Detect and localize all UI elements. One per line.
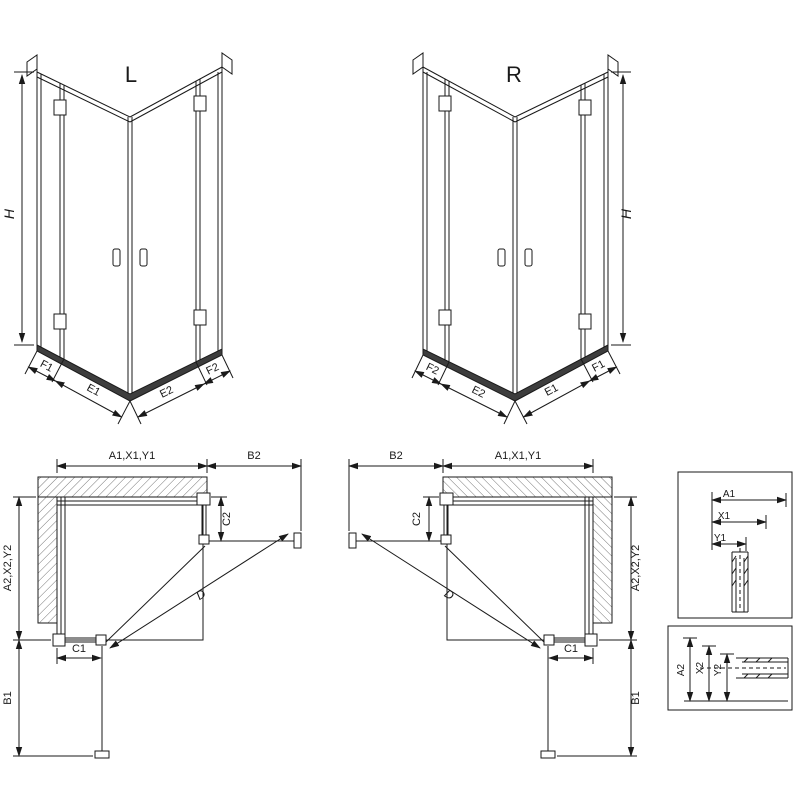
variant-label-left: L [125,62,137,87]
detail-panel-bottom-labels: A2 X2 Y2 [676,661,724,676]
plan-view-left: A1,X1,Y1 B2 C2 A2,X2,Y2 B1 C1 D [2,450,301,758]
dim-e1-right: E1 [543,382,561,399]
detail-panel-top [677,471,793,619]
dim-f1-right: F1 [590,358,607,375]
dim-height-left: H [1,208,17,219]
dim-a1x1y1-left: A1,X1,Y1 [109,450,155,462]
dim-a2x2y2-right: A2,X2,Y2 [630,545,642,591]
dim-e2-right: E2 [470,384,487,401]
dim-b2-left: B2 [247,450,260,462]
dim-b1-right: B1 [630,691,642,704]
dim-c1-right: C1 [564,643,578,655]
dim-e2-left: E2 [158,384,175,401]
dim-d-left: D [193,586,208,603]
dim-f2-right: F2 [424,361,441,377]
dim-c2-left: C2 [221,512,233,526]
plan-view-right: B2 A1,X1,Y1 C2 A2,X2,Y2 B1 C1 D [349,450,642,758]
dim-x2-detail: X2 [695,661,706,674]
dim-c1-left: C1 [72,643,86,655]
dim-c2-right: C2 [411,512,423,526]
plan-left-geometry [13,459,301,758]
dim-a1x1y1-right: A1,X1,Y1 [495,450,541,462]
dim-b1-left: B1 [2,691,14,704]
perspective-view-left: L H F1 E1 E2 F2 [1,53,233,424]
dim-d-right: D [442,586,457,603]
dim-f2-left: F2 [204,361,221,377]
plan-right-geometry [349,459,637,758]
variant-label-right: R [506,62,522,87]
detail-panel-bottom [667,625,793,711]
dim-x1-detail: X1 [718,511,731,522]
dim-f1-left: F1 [38,358,55,375]
dim-y1-detail: Y1 [714,533,727,544]
dim-a2x2y2-left: A2,X2,Y2 [2,545,14,591]
perspective-view-right: R H F2 E2 E1 F1 [412,53,634,424]
dim-b2-right: B2 [389,450,402,462]
detail-panel-top-labels: A1 X1 Y1 [714,489,736,544]
dim-y2-detail: Y2 [713,663,724,676]
dim-a2-detail: A2 [676,663,687,676]
dim-height-right: H [618,208,634,219]
dim-a1-detail: A1 [723,489,736,500]
dim-e1-left: E1 [85,382,103,399]
